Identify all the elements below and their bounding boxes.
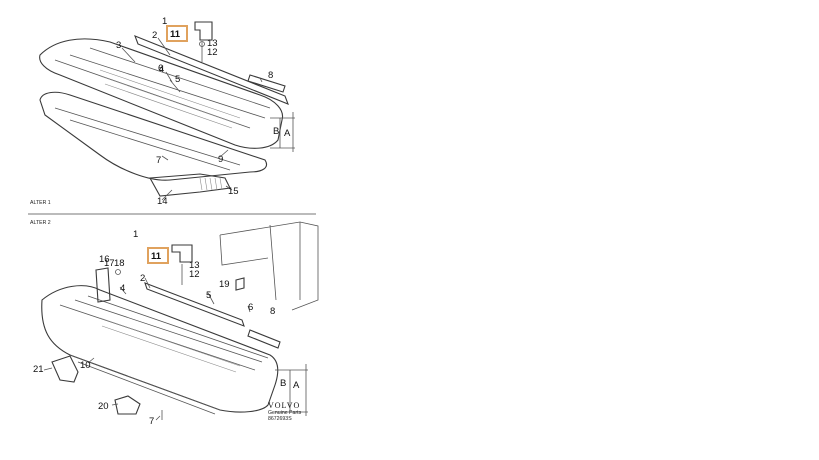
label-2-a: A [293,380,300,391]
label-11-highlighted[interactable]: 11 [170,29,181,40]
label-2-5: 5 [206,290,211,301]
bracket-2 [171,244,193,263]
label-b: B [273,126,279,137]
brand-block: VOLVO Genuine Parts 8672693S [268,401,302,422]
highlight-11-box-2[interactable] [147,247,169,264]
label-13: 13 [207,38,218,49]
car-body-outline [219,221,319,311]
section-1-title: ALTER 1 [30,200,51,206]
highlight-11-box-1[interactable] [166,25,188,42]
label-2-13: 13 [189,260,200,271]
label-8: 8 [268,70,273,81]
lower-skirt-2 [69,354,221,415]
label-2-b: B [280,378,286,389]
carrier-bar-2 [144,282,245,327]
label-15: 15 [228,186,239,197]
side-bracket-2 [95,267,111,303]
bumper-shell-2 [41,285,279,413]
label-6: 6 [158,63,163,74]
bumper-inner-2 [59,295,269,371]
leaders-1 [121,37,263,201]
section-2-title: ALTER 2 [30,220,51,226]
label-3: 3 [116,40,121,51]
carrier-bar-1 [134,35,289,105]
brand-caption: Genuine Parts [268,410,302,416]
part-20 [114,395,141,415]
dimension-a-1 [270,112,295,152]
label-2-1: 1 [133,229,138,240]
bumper-shell-1 [39,38,284,149]
label-2-4: 4 [120,283,125,294]
label-7: 7 [156,155,161,166]
section-alter-2 [41,221,319,421]
label-4: 4 [159,64,164,75]
bumper-hatch-2 [99,317,241,373]
skirt-hatch-1 [199,177,223,191]
label-2-7: 7 [149,416,154,427]
label-2-8: 8 [270,306,275,317]
label-a: A [284,128,291,139]
dimension-a-2 [275,364,308,416]
label-2-20: 20 [98,401,109,412]
label-1: 1 [162,16,167,27]
skirt-1 [149,173,231,197]
bracket-1 [194,21,213,41]
brand-logo: VOLVO [268,401,300,410]
washer-13-1 [199,41,205,47]
section-1-labels: 1 2 3 4 5 6 7 8 9 11 12 13 14 15 A B ALT… [30,16,291,207]
label-2-12: 12 [189,269,200,280]
bumper-hatch-1 [99,69,241,129]
label-2-21: 21 [33,364,44,375]
label-2-19: 19 [219,279,230,290]
label-12: 12 [207,47,218,58]
label-14: 14 [157,196,168,207]
section-alter-1 [39,21,295,201]
label-5: 5 [175,74,180,85]
label-2: 2 [152,30,157,41]
lower-lip-detail-1 [54,107,241,171]
strip-8-2 [247,329,281,349]
label-2-2: 2 [140,273,145,284]
part-21 [51,355,79,383]
label-2-11-highlighted[interactable]: 11 [151,251,162,262]
brand-ref: 8672693S [268,416,292,422]
strip-8-1 [247,74,286,93]
label-9: 9 [218,154,223,165]
lower-lip-1 [39,91,268,181]
leaders-2 [43,277,251,421]
section-2-labels: 1 2 4 5 6 7 8 10 11 12 13 16 17 18 19 20… [30,220,300,427]
clip-18 [115,269,121,275]
label-2-17: 17 [104,258,115,269]
label-2-6: 6 [248,302,253,313]
label-2-10: 10 [80,360,91,371]
label-2-16: 16 [99,254,110,265]
label-2-18: 18 [114,258,125,269]
tail-light-19 [235,277,245,291]
